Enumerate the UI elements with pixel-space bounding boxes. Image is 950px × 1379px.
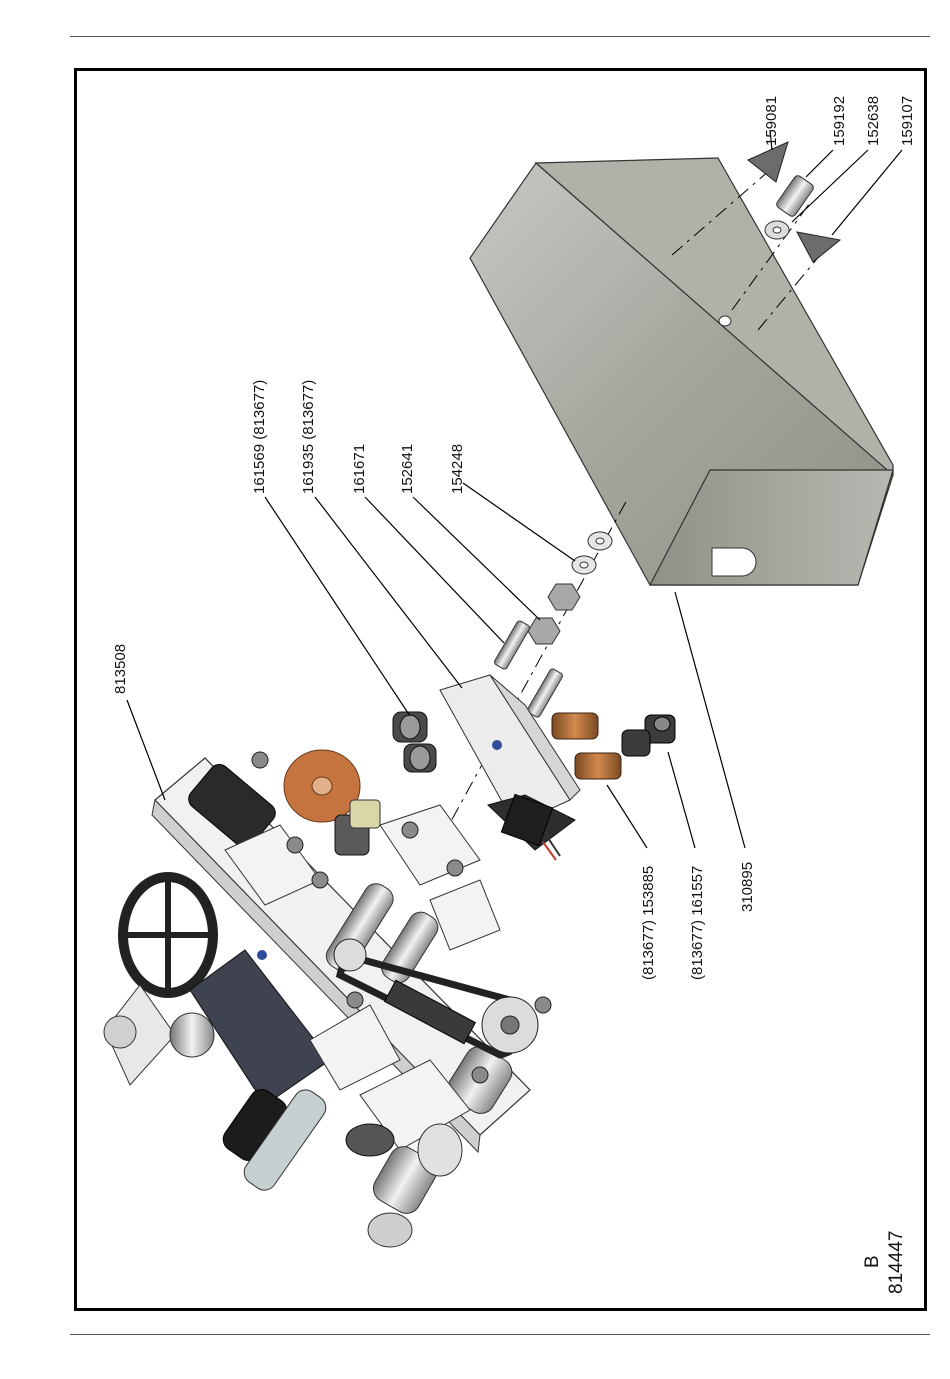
callout-152638: 152638: [865, 96, 882, 146]
callout-159192: 159192: [831, 96, 848, 146]
callout-153885: (813677) 153885: [640, 866, 657, 980]
elbow-fitting-161557: [622, 715, 675, 756]
washer-152638: [765, 221, 789, 239]
washer-154248: [572, 532, 612, 574]
view-letter: B: [862, 1255, 883, 1268]
nut-152641: [528, 584, 580, 644]
screw-159192: [775, 174, 815, 218]
cover-310895: [470, 158, 893, 585]
callout-159081: 159081: [763, 96, 780, 146]
callout-152641: 152641: [399, 444, 416, 494]
main-assembly-813508: [104, 750, 551, 1247]
callout-161557: (813677) 161557: [689, 866, 706, 980]
callout-159107: 159107: [899, 96, 916, 146]
drawing-id: B 814447: [862, 1231, 907, 1294]
wedge-159081: [748, 142, 788, 182]
callout-161569: 161569 (813677): [251, 380, 268, 494]
fitting-161569: [393, 712, 436, 772]
valve-block: [440, 675, 580, 860]
callout-154248: 154248: [449, 444, 466, 494]
callout-813508: 813508: [112, 644, 129, 694]
wedge-159107: [797, 232, 840, 262]
callout-161935: 161935 (813677): [300, 380, 317, 494]
callout-161671: 161671: [351, 444, 368, 494]
callout-310895: 310895: [739, 862, 756, 912]
drawing-number: 814447: [886, 1231, 907, 1294]
